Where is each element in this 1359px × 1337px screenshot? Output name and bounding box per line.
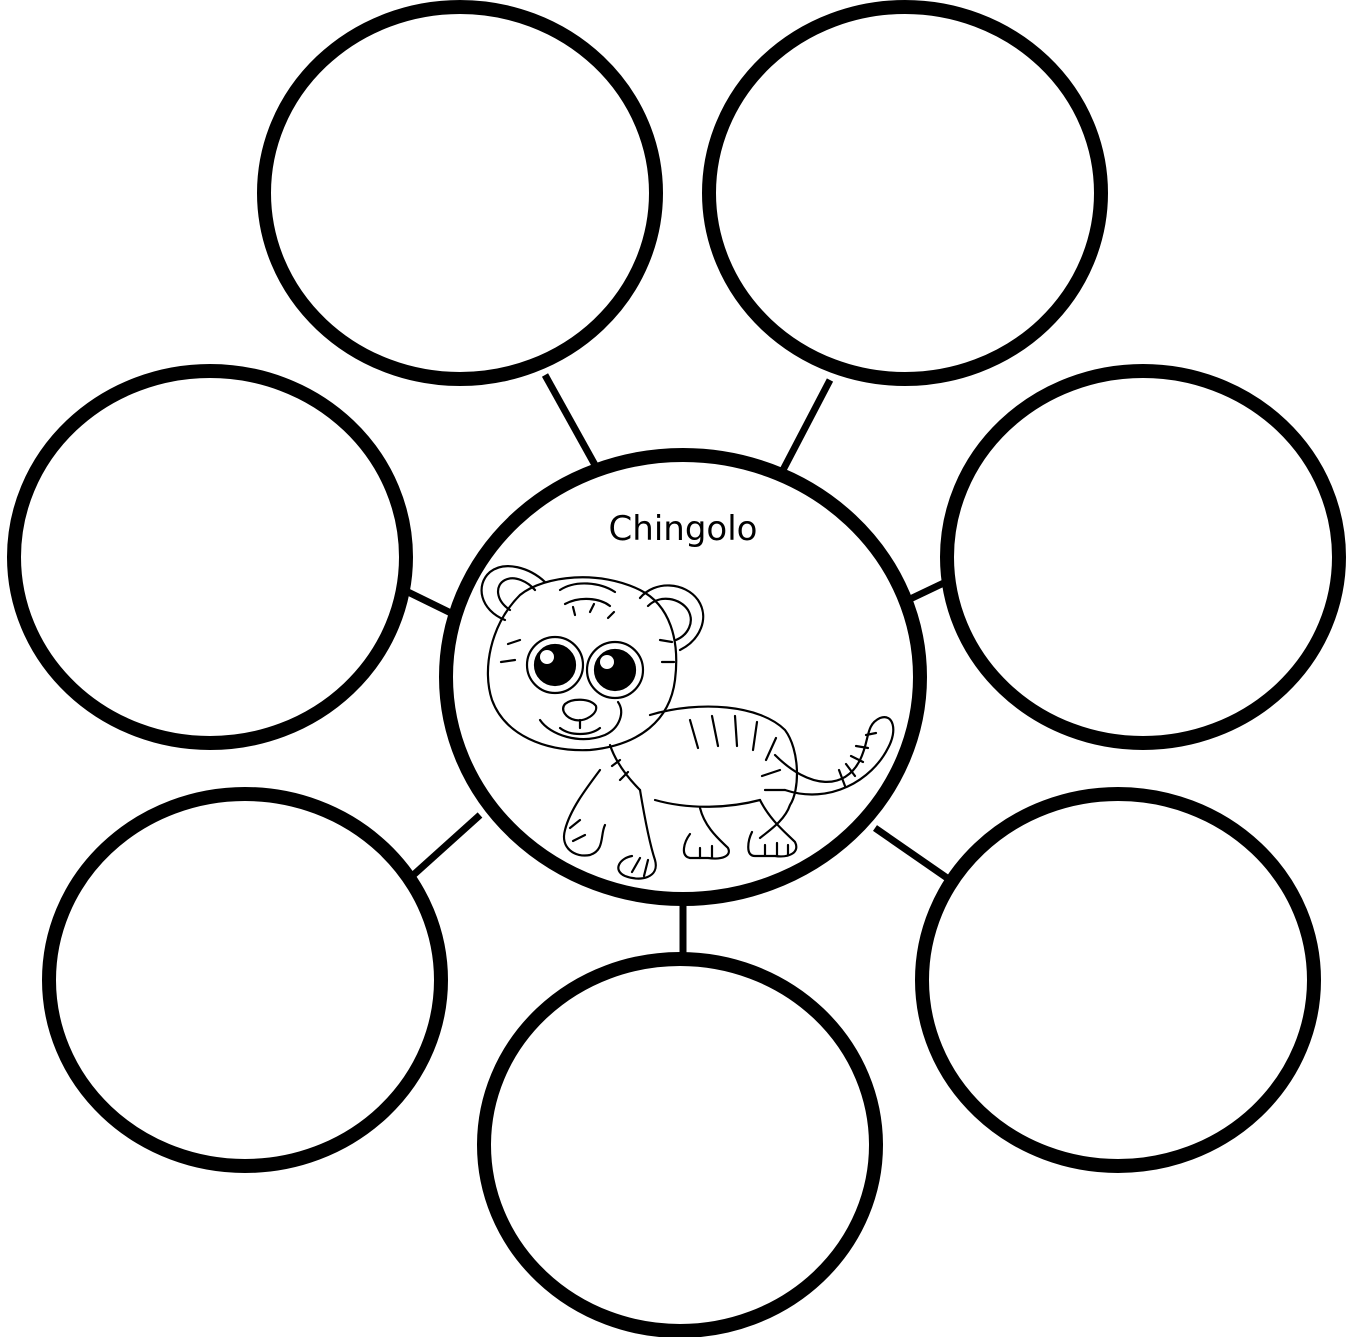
bubble-bottom[interactable] <box>484 959 876 1331</box>
bubble-top-right[interactable] <box>709 7 1101 379</box>
connector-top-right <box>783 380 830 470</box>
bubble-mid-left[interactable] <box>14 371 406 743</box>
connector-bottom-right <box>875 828 950 880</box>
bubble-top-left[interactable] <box>264 7 656 379</box>
bubble-mid-right[interactable] <box>947 371 1339 743</box>
center-bubble: Chingolo <box>446 455 920 899</box>
bubble-bottom-left[interactable] <box>49 794 441 1166</box>
center-title: Chingolo <box>609 509 758 549</box>
bubble-bottom-right[interactable] <box>922 794 1314 1166</box>
connector-bottom-left <box>410 815 480 878</box>
connector-top-left <box>545 375 595 465</box>
connector-mid-left <box>408 592 455 615</box>
